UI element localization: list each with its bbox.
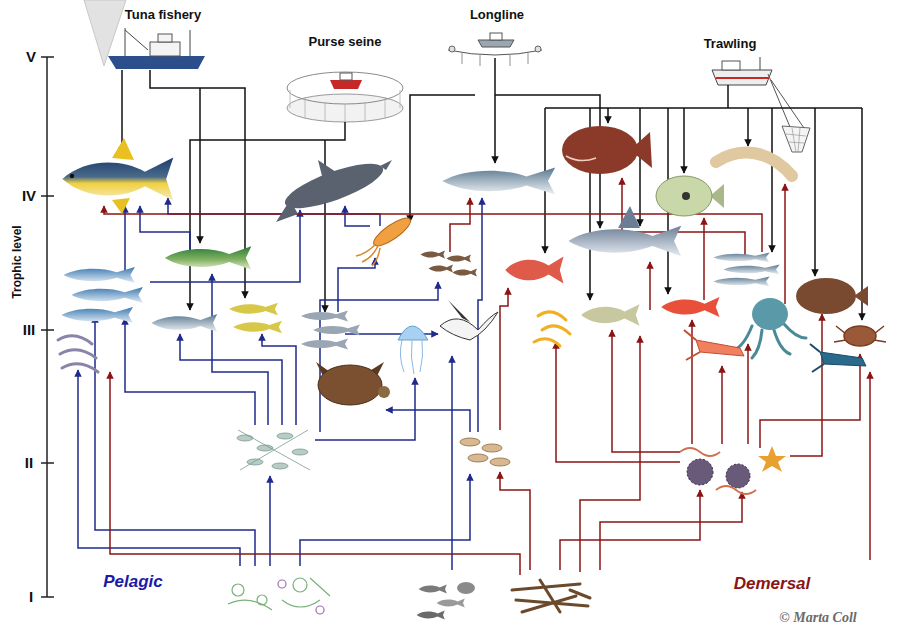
phytoplankton	[228, 578, 330, 614]
john-dory	[656, 176, 724, 216]
bream	[581, 304, 639, 326]
habitat-label: Pelagic	[103, 573, 163, 592]
hake	[442, 168, 555, 195]
shark	[568, 206, 681, 256]
small-demersal-fish	[421, 250, 477, 276]
striped-silver-fish	[301, 311, 360, 350]
conger-eel	[716, 153, 792, 176]
zooplankton	[237, 430, 310, 470]
octopus	[734, 298, 806, 358]
blue-lobster	[810, 344, 866, 372]
crab	[834, 326, 886, 346]
axis-title: Trophic level	[11, 225, 24, 298]
discards	[417, 582, 475, 620]
fleet-label: Tuna fishery	[125, 8, 201, 22]
krill	[460, 438, 510, 466]
pelagic-shrimp	[58, 336, 98, 372]
trophic-axis	[41, 57, 54, 597]
whiting	[713, 253, 779, 287]
fleet-label: Purse seine	[309, 35, 382, 49]
mackerel	[165, 246, 251, 269]
purse-seine-net	[287, 72, 403, 122]
sea-turtle	[316, 362, 390, 405]
trophic-level-number: I	[29, 589, 33, 606]
sardines	[62, 267, 143, 323]
dolphin	[276, 155, 392, 222]
yellow-striped-fish	[229, 303, 282, 334]
squid	[356, 214, 414, 266]
tuna-vessel	[108, 28, 205, 69]
seabird	[440, 300, 498, 340]
flatfish	[796, 278, 868, 314]
trawler	[712, 57, 810, 152]
red-mullet	[661, 297, 719, 317]
fleet-label: Trawling	[704, 37, 757, 51]
fleet-label: Longline	[470, 8, 524, 22]
sea-bream	[505, 257, 563, 284]
pelagic-links	[78, 198, 482, 570]
trophic-level-number: III	[23, 322, 36, 339]
shrimps	[534, 312, 570, 346]
fishery-lines	[122, 58, 862, 320]
silver-fish	[151, 314, 217, 332]
trophic-level-number: II	[25, 455, 33, 472]
benthic-invertebrates	[680, 446, 786, 494]
tuna	[62, 138, 173, 214]
lobster	[684, 330, 744, 360]
jellyfish	[398, 326, 428, 374]
detritus	[512, 580, 590, 612]
trophic-level-number: IV	[22, 188, 36, 205]
demersal-links	[104, 178, 870, 575]
anglerfish	[562, 126, 652, 174]
copyright-notice: © Marta Coll	[779, 610, 856, 625]
trophic-level-number: V	[26, 49, 36, 66]
habitat-label: Demersal	[734, 575, 811, 594]
